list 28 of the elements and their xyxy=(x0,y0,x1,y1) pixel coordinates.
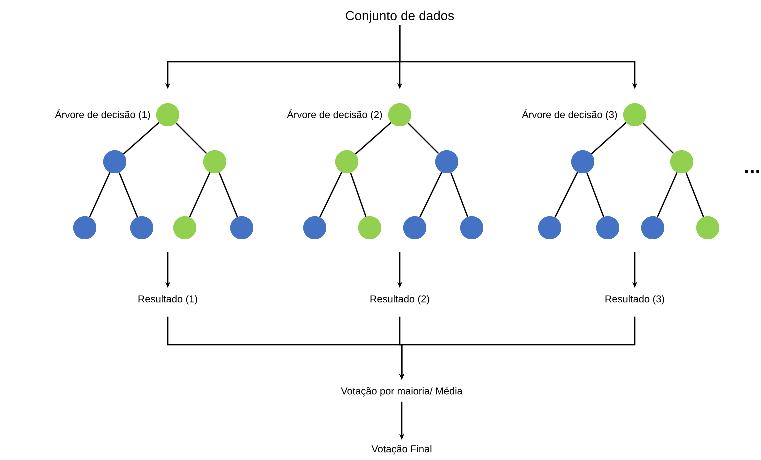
tree-branch xyxy=(408,122,440,154)
tree-branch xyxy=(218,172,238,218)
tree-branch xyxy=(450,172,468,218)
tree-branch xyxy=(586,172,604,218)
tree-branch xyxy=(420,172,442,218)
tree-label: Árvore de decisão (2) xyxy=(287,110,382,120)
tree-branch xyxy=(686,172,704,218)
text-label: Votação por maioria/ Média xyxy=(341,387,463,397)
tree-label: Árvore de decisão (3) xyxy=(522,110,618,120)
tree-branch xyxy=(176,122,208,154)
text-label: Conjunto de dados xyxy=(346,10,454,24)
tree-branch xyxy=(642,122,674,154)
text-label: Resultado (3) xyxy=(606,295,664,305)
tree-branch xyxy=(189,172,211,218)
tree-branch xyxy=(118,172,138,218)
tree-branch xyxy=(350,172,367,218)
ellipsis: ... xyxy=(746,170,760,174)
tree-branch xyxy=(123,122,160,155)
tree-branch xyxy=(554,172,578,218)
text-label: Resultado (2) xyxy=(370,295,430,305)
text-label: Votação Final xyxy=(372,445,432,455)
tree-branch xyxy=(89,172,111,218)
tree-branch xyxy=(355,122,392,155)
tree-label: Árvore de decisão (1) xyxy=(55,110,150,120)
tree-branch xyxy=(591,122,627,155)
text-label: Resultado (1) xyxy=(138,295,198,305)
tree-branch xyxy=(657,172,678,218)
tree-branch xyxy=(320,172,342,218)
